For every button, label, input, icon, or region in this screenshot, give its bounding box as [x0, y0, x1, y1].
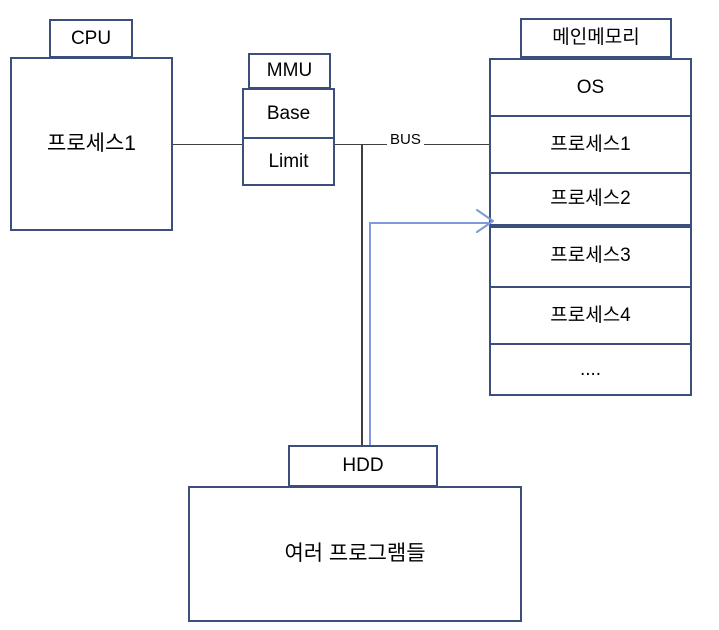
mmu-title-box: MMU — [248, 53, 331, 89]
memory-segment-process2: 프로세스2 — [491, 172, 690, 224]
mmu-register-box: Base Limit — [242, 88, 335, 186]
connector-bus-to-hdd — [361, 144, 363, 447]
connector-hdd-load-horizontal — [369, 222, 490, 224]
connector-cpu-to-mmu — [172, 144, 243, 145]
main-memory-title-box: 메인메모리 — [520, 18, 672, 58]
main-memory-segments-box: OS 프로세스1 프로세스2 프로세스3 프로세스4 .... — [489, 58, 692, 396]
arrowhead-icon — [476, 209, 494, 233]
cpu-process-box: 프로세스1 — [10, 57, 173, 231]
connector-hdd-load-vertical — [369, 222, 371, 447]
mmu-register-limit: Limit — [244, 137, 333, 184]
bus-label: BUS — [387, 131, 424, 148]
cpu-title-box: CPU — [49, 19, 133, 58]
memory-segment-os: OS — [576, 76, 605, 98]
memory-segment-process3: 프로세스3 — [491, 224, 690, 286]
memory-segment-ellipsis: .... — [491, 343, 690, 394]
hdd-programs-box: 여러 프로그램들 — [188, 486, 522, 622]
hdd-title-box: HDD — [288, 445, 438, 487]
mmu-register-base: Base — [266, 102, 311, 124]
memory-segment-process4: 프로세스4 — [491, 286, 690, 343]
memory-segment-process1: 프로세스1 — [491, 115, 690, 172]
